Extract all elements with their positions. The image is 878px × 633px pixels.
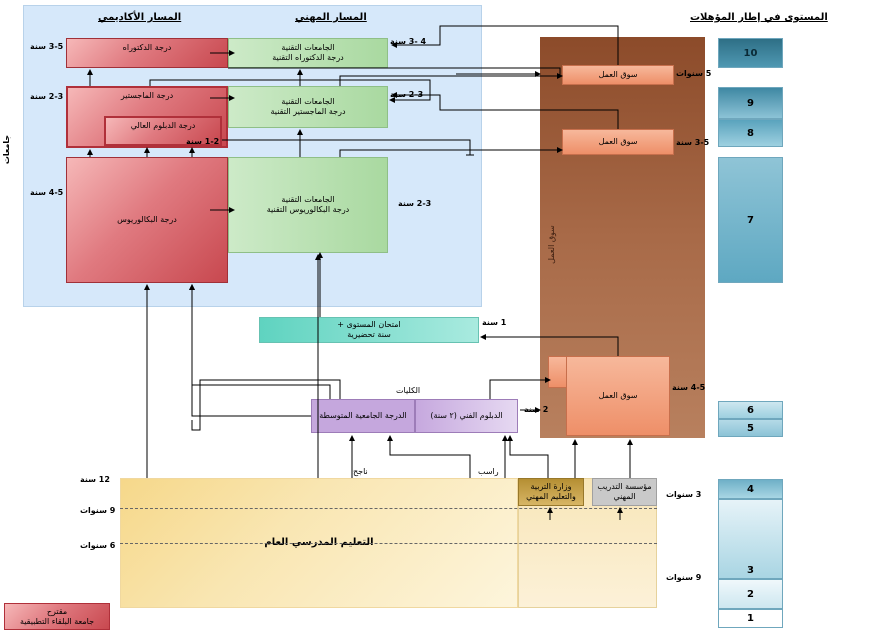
technical-bachelor-box: الجامعات التقنية درجة البكالوريوس التقني…: [228, 157, 388, 253]
doctorate-label: درجة الدكتوراه: [122, 43, 172, 52]
vocational-path-header: المسار المهني: [295, 12, 367, 23]
school-divider-6: [120, 543, 657, 544]
school-divider-9: [120, 508, 657, 509]
nqf-level-8-label: 8: [747, 127, 754, 139]
vocational-9-duration: 9 سنوات: [666, 573, 702, 582]
level-exam-duration: 1 سنة: [482, 318, 507, 327]
school-6-duration: 6 سنوات: [80, 541, 116, 550]
ministry-label: وزارة التربية والتعليم المهني: [526, 482, 576, 501]
nqf-level-10-label: 10: [743, 47, 758, 59]
legend-proposed-box: مقترح جامعة البلقاء التطبيقية: [4, 603, 110, 630]
doctorate-left-duration: 3-5 سنة: [30, 42, 64, 51]
technical-doctorate-line2: درجة الدكتوراه التقنية: [272, 53, 344, 62]
labor-market-mid-duration: 3-5 سنة: [676, 138, 710, 147]
bachelor-label: درجة البكالوريوس: [117, 215, 177, 224]
level-exam-line1: امتحان المستوى +: [337, 320, 401, 329]
nqf-level-7: 7: [718, 157, 783, 283]
level-exam-box: امتحان المستوى + سنة تحضيرية: [259, 317, 479, 343]
labor-market-box-mid: سوق العمل: [562, 129, 674, 155]
nqf-header: المستوى في إطار المؤهلات: [690, 12, 828, 23]
nqf-level-5: 5: [718, 419, 783, 437]
general-school-label: التعليم المدرسي العام: [264, 536, 374, 548]
labor-market-box-top: سوق العمل: [562, 65, 674, 85]
higher-diploma-duration: 1-2 سنة: [186, 137, 220, 146]
technical-masters-line1: الجامعات التقنية: [281, 97, 335, 106]
technical-diploma-box: الدبلوم الفني (٢ سنة): [415, 399, 518, 433]
technical-bachelor-line2: درجة البكالوريوس التقنية: [266, 205, 350, 214]
intermediate-degree-box: الدرجة الجامعية المتوسطة: [311, 399, 415, 433]
legend-line1: مقترح: [46, 606, 68, 616]
nqf-level-1: 1: [718, 609, 783, 628]
doctorate-right-duration: 4 -3 سنة: [390, 37, 427, 46]
nqf-level-5-label: 5: [747, 422, 754, 434]
bachelor-box: درجة البكالوريوس: [66, 157, 228, 283]
school-9-duration: 9 سنوات: [80, 506, 116, 515]
level-exam-line2: سنة تحضيرية: [347, 330, 391, 339]
legend-line2: جامعة البلقاء التطبيقية: [19, 616, 95, 626]
nqf-level-4-label: 4: [747, 483, 754, 495]
nqf-level-1-label: 1: [747, 613, 754, 624]
nqf-level-8: 8: [718, 119, 783, 147]
nqf-level-6: 6: [718, 401, 783, 419]
labor-market-mid-label: سوق العمل: [598, 137, 638, 146]
nqf-level-10: 10: [718, 38, 783, 68]
nqf-level-6-label: 6: [747, 404, 754, 416]
colleges-title: الكليات: [396, 386, 421, 395]
fail-label: راسب: [478, 467, 499, 476]
doctorate-box: درجة الدكتوراه: [66, 38, 228, 68]
technical-bachelor-line1: الجامعات التقنية: [281, 195, 335, 204]
higher-diploma-label: درجة الدبلوم العالي: [130, 121, 196, 130]
training-institution-box: مؤسسة التدريب المهني: [592, 478, 657, 506]
higher-diploma-box: درجة الدبلوم العالي: [104, 116, 222, 146]
labor-market-top-label: سوق العمل: [598, 70, 638, 79]
labor-market-top-duration: 5 سنوات: [676, 69, 712, 78]
training-institution-label: مؤسسة التدريب المهني: [597, 482, 652, 501]
nqf-level-2: 2: [718, 579, 783, 609]
masters-left-duration: 2-3 سنة: [30, 92, 64, 101]
nqf-level-9: 9: [718, 87, 783, 119]
pass-label: ناجح: [353, 467, 368, 476]
bachelor-left-duration: 4-5 سنة: [30, 188, 64, 197]
bachelor-right-duration: 2-3 سنة: [398, 199, 432, 208]
academic-path-header: المسار الأكاديمي: [98, 12, 182, 23]
nqf-level-4: 4: [718, 479, 783, 499]
labor-market-low-label: سوق العمل: [598, 391, 638, 400]
training-duration: 3 سنوات: [666, 490, 702, 499]
intermediate-degree-label: الدرجة الجامعية المتوسطة: [319, 411, 407, 420]
nqf-level-3: 3: [718, 499, 783, 579]
labor-market-box-low: سوق العمل: [566, 356, 670, 436]
technical-diploma-label: الدبلوم الفني (٢ سنة): [430, 411, 503, 420]
masters-label: درجة الماجستير: [120, 91, 174, 100]
technical-doctorate-line1: الجامعات التقنية: [281, 43, 335, 52]
labor-market-low-duration: 4-5 سنة: [672, 383, 706, 392]
technical-masters-line2: درجة الماجستير التقنية: [270, 107, 346, 116]
technical-doctorate-box: الجامعات التقنية درجة الدكتوراه التقنية: [228, 38, 388, 68]
nqf-level-9-label: 9: [747, 97, 754, 109]
ministry-box: وزارة التربية والتعليم المهني: [518, 478, 584, 506]
school-12-duration: 12 سنة: [80, 475, 110, 484]
nqf-level-3-label: 3: [747, 565, 754, 576]
nqf-level-2-label: 2: [747, 588, 754, 600]
nqf-level-7-label: 7: [747, 214, 754, 226]
technical-masters-box: الجامعات التقنية درجة الماجستير التقنية: [228, 86, 388, 128]
